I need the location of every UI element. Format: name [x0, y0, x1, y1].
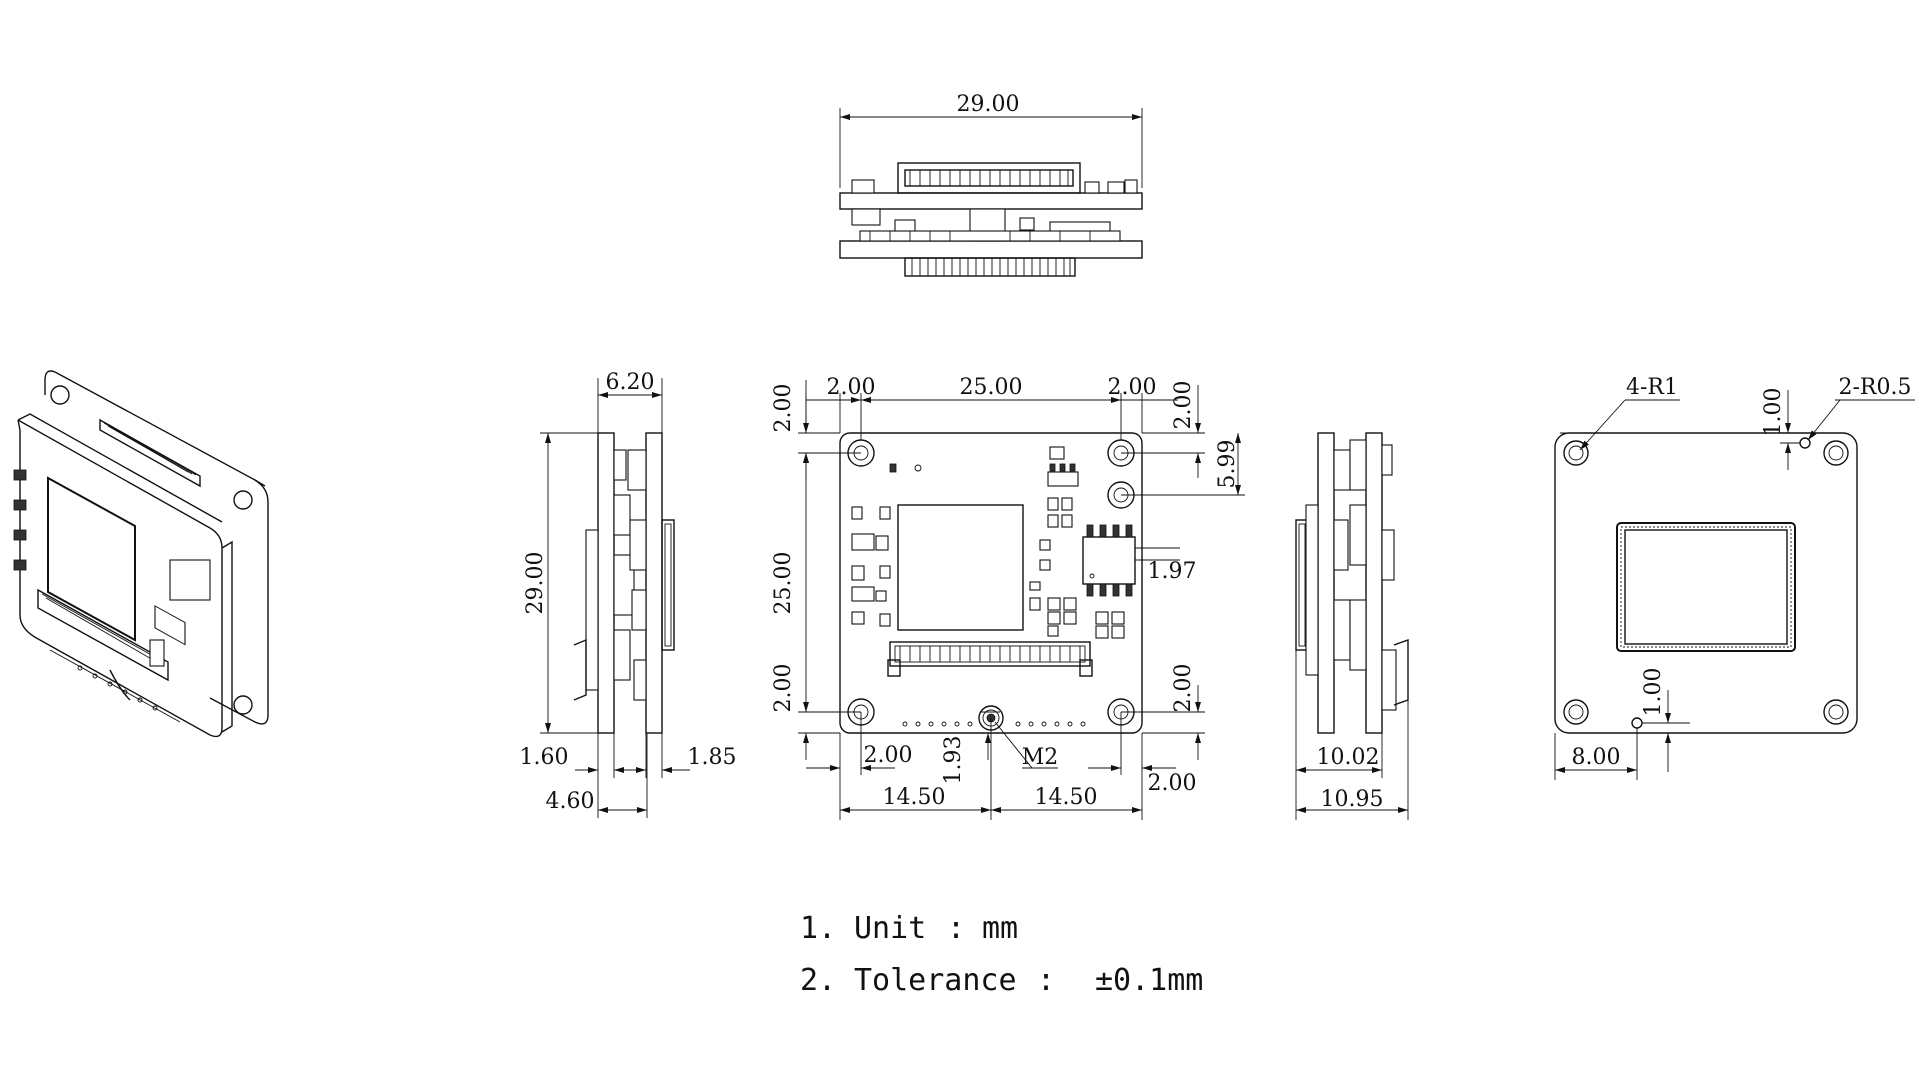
- front-view: 2.00 25.00 2.00 2.00 2.00 5.99 25.00 2.0…: [771, 375, 1245, 820]
- dim-front-vert-bl: 2.00: [771, 664, 796, 713]
- dim-front-top-left: 2.00: [827, 375, 876, 400]
- note-1-sep: :: [947, 911, 965, 946]
- dim-front-vert-span: 25.00: [771, 552, 796, 615]
- note-2-num: 2.: [800, 963, 836, 998]
- top-view: 29.00: [839, 92, 1143, 277]
- note-1-num: 1.: [800, 911, 836, 946]
- dim-front-chip-offset: 1.97: [1148, 559, 1197, 584]
- dim-front-hole-right: 2.00: [1148, 771, 1197, 796]
- left-side-view: 6.20 29.00 1.60 1.85 4.60: [520, 370, 737, 818]
- dim-left-height: 29.00: [523, 552, 548, 615]
- dim-top-width: 29.00: [957, 92, 1020, 117]
- dim-right-overall: 10.95: [1321, 787, 1384, 812]
- dim-front-screw-offset: 1.93: [941, 736, 966, 785]
- dim-front-vert-tl: 2.00: [771, 384, 796, 433]
- dim-front-vert-tr: 2.00: [1171, 381, 1196, 430]
- note-1-label: Unit: [854, 911, 926, 946]
- dim-front-top-right: 2.00: [1108, 375, 1157, 400]
- dim-front-hole-left: 2.00: [864, 743, 913, 768]
- dim-front-half-right: 14.50: [1035, 785, 1098, 810]
- dim-back-pin-x: 8.00: [1572, 745, 1621, 770]
- dim-front-vert-br: 2.00: [1171, 664, 1196, 713]
- note-1-value: mm: [982, 911, 1018, 946]
- note-2-label: Tolerance: [854, 963, 1017, 998]
- dim-front-half-left: 14.50: [883, 785, 946, 810]
- dim-back-pin-bottom: 1.00: [1641, 668, 1666, 717]
- label-pin-radius: 2-R0.5: [1839, 375, 1912, 400]
- right-side-view: 10.02 10.95: [1295, 432, 1409, 820]
- dim-front-top-span: 25.00: [960, 375, 1023, 400]
- dim-left-bottom-1: 1.60: [520, 745, 569, 770]
- dim-left-overall: 4.60: [546, 789, 595, 814]
- dim-left-bottom-2: 1.85: [688, 745, 737, 770]
- dim-back-pin-top: 1.00: [1761, 388, 1786, 437]
- isometric-view: [13, 370, 269, 738]
- label-hole-radius: 4-R1: [1626, 375, 1678, 400]
- screw-label: M2: [1022, 745, 1059, 770]
- back-view: 4-R1 2-R0.5 1.00 1.00 8.00: [1554, 375, 1915, 780]
- dim-front-vert-hole2: 5.99: [1215, 440, 1240, 489]
- dim-left-thickness: 6.20: [606, 370, 655, 395]
- note-2-sep: :: [1037, 963, 1055, 998]
- note-2-value: ±0.1mm: [1095, 963, 1203, 998]
- notes: 1. Unit : mm 2. Tolerance : ±0.1mm: [800, 911, 1203, 998]
- dim-right-inner: 10.02: [1317, 745, 1380, 770]
